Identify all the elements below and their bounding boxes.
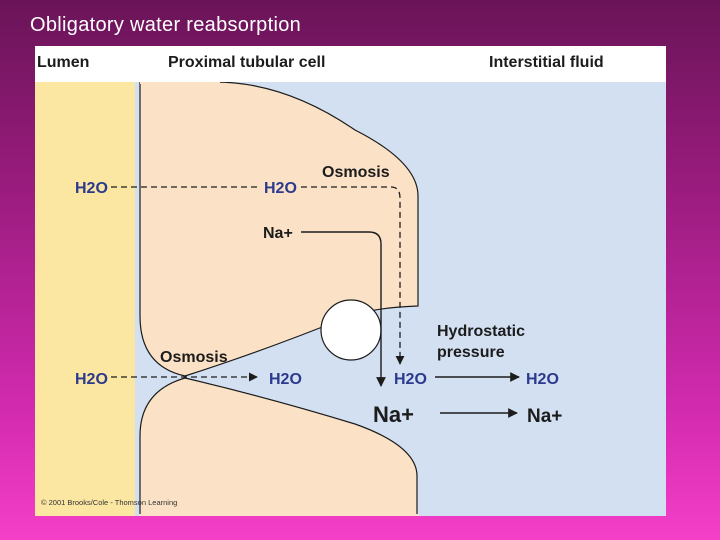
copyright-text: © 2001 Brooks/Cole - Thomson Learning: [41, 498, 177, 507]
header-lumen: Lumen: [37, 54, 89, 71]
label-h2o-interstitial-mid: H2O: [394, 371, 427, 388]
label-na-interstitial-mid: Na+: [373, 402, 414, 427]
label-h2o-junction: H2O: [269, 371, 302, 388]
label-h2o-interstitial-right: H2O: [526, 371, 559, 388]
label-osmosis-bottom: Osmosis: [160, 349, 228, 366]
label-pressure: pressure: [437, 344, 505, 361]
label-osmosis-top: Osmosis: [322, 164, 390, 181]
header-strip: [35, 46, 666, 82]
bottom-cell: [139, 377, 418, 516]
label-hydrostatic: Hydrostatic: [437, 323, 525, 340]
pump-circle: [320, 299, 382, 361]
header-interstitial-fluid: Interstitial fluid: [489, 54, 604, 71]
label-h2o-cell-top: H2O: [264, 180, 297, 197]
label-na-interstitial-right: Na+: [527, 406, 562, 427]
header-proximal-tubular-cell: Proximal tubular cell: [168, 54, 325, 71]
label-h2o-lumen-bottom: H2O: [75, 371, 108, 388]
lumen-region: [35, 82, 135, 516]
water-reabsorption-diagram: Lumen Proximal tubular cell Interstitial…: [35, 46, 666, 516]
diagram-panel: Lumen Proximal tubular cell Interstitial…: [35, 46, 666, 516]
label-h2o-lumen-top: H2O: [75, 180, 108, 197]
label-na-cell: Na+: [263, 225, 293, 242]
na-path-arrow: [301, 231, 386, 387]
h2o-top-dashed-2: [301, 186, 405, 365]
slide-title: Obligatory water reabsorption: [30, 14, 302, 36]
